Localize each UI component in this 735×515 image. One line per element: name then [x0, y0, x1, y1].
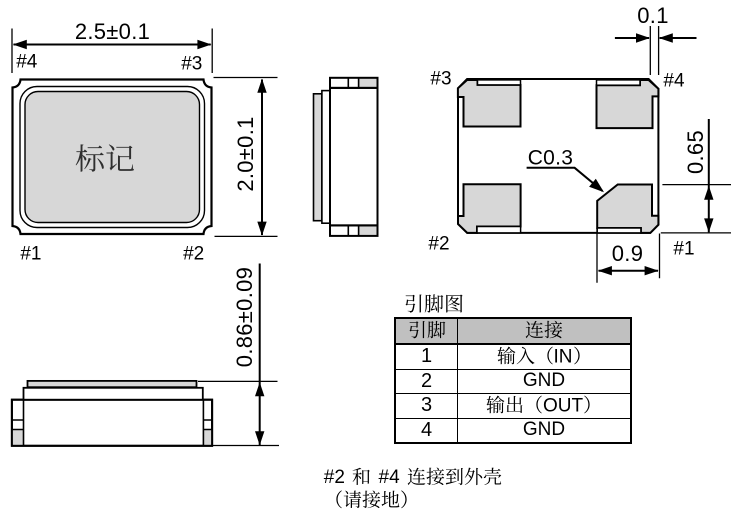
side-view-lid-layer [312, 93, 323, 222]
bottom-view-pad-2-seam [476, 225, 522, 234]
top-view-pin3-label: #3 [181, 53, 203, 74]
front-view-lid [26, 379, 198, 389]
dim-body-width-text: 2.5±0.1 [74, 18, 151, 44]
bottom-view-pin2-label: #2 [428, 233, 450, 254]
dim-gap-extension-lines [649, 26, 660, 75]
pin-table-row-4: 4 GND [394, 417, 632, 444]
dim-gap-arrow-left [636, 33, 650, 43]
top-view-pin2-label: #2 [183, 243, 205, 264]
dim-thickness-arrow-down [255, 431, 265, 446]
pin-table-header-connection [457, 317, 632, 345]
dim-pad-edge-gap-text: 0.1 [637, 2, 669, 28]
front-view [10, 379, 214, 447]
pin-3-number: 3 [394, 393, 458, 419]
top-view-pin1-label: #1 [20, 243, 42, 264]
side-view-pad-gray-top [358, 77, 378, 88]
dim-padheight-arrow-up [704, 185, 714, 200]
top-view-marking-text [75, 143, 135, 175]
bottom-view-pad-3 [456, 79, 522, 128]
bottom-view-pad-4-seam [595, 79, 641, 86]
pin-1-connection: IN [457, 343, 632, 370]
dim-pad-width-text: 0.9 [611, 241, 644, 267]
pin-2-connection: GND [457, 368, 632, 394]
pin-4-connection: GND [457, 417, 632, 444]
bottom-view-pad-1-seam [596, 227, 642, 234]
footnote-line1: #2 #4 [324, 467, 502, 487]
pin-table: 1 IN 2 GND 3 OUT 4 GND [394, 317, 632, 444]
bottom-view-pad-4 [595, 79, 660, 130]
pin-table-title [404, 293, 464, 314]
dim-width-arrow-right [197, 39, 212, 50]
side-view-body [329, 86, 379, 227]
pin-table-grid: 1 IN 2 GND 3 OUT 4 GND [394, 317, 632, 444]
bottom-view [456, 78, 660, 234]
bottom-view-pin1-label: #1 [673, 238, 695, 260]
front-view-body [10, 398, 214, 447]
dim-padwidth-extension-lines [596, 228, 661, 283]
dim-padheight-extension-lines [660, 183, 731, 234]
side-view-strip-dividers [347, 77, 360, 236]
bottom-view-pin3-label: #3 [430, 68, 452, 89]
bottom-view-pad-3-seam [476, 79, 522, 86]
dim-thickness-arrow-up [255, 382, 265, 397]
dim-padwidth-arrow-right [644, 266, 659, 276]
dim-width-arrow-left [12, 39, 27, 50]
pin-table-header-row [394, 317, 632, 345]
pin-4-number: 4 [394, 417, 458, 444]
dim-height-extension-lines [213, 76, 278, 238]
bottom-view-pad-2 [457, 183, 522, 234]
dim-gap-arrow-right [658, 33, 673, 43]
side-view [312, 76, 379, 237]
dim-width-extension-lines [11, 28, 213, 73]
pin-2-number: 2 [394, 368, 458, 394]
dim-thickness-extension-lines [198, 380, 279, 447]
front-view-seal-layer [22, 386, 204, 401]
side-view-pad-gray-bottom [358, 225, 378, 236]
pin-3-connection: OUT [457, 393, 632, 419]
dim-padwidth-arrow-left [597, 266, 612, 276]
top-view-inner-outline [19, 85, 206, 229]
dim-pad-chamfer-text: C0.3 [527, 146, 574, 169]
bottom-view-pin4-label: #4 [663, 70, 685, 91]
dimension-lines [11, 26, 731, 447]
dim-body-thickness-text: 0.86±0.09 [231, 266, 257, 368]
front-view-end-tab-lines [11, 399, 213, 446]
dim-body-height-text: 2.0±0.1 [233, 115, 258, 192]
pin-1-number: 1 [394, 343, 458, 370]
dim-height-arrow-up [257, 78, 267, 93]
bottom-view-pad-1 [596, 183, 660, 234]
dim-pad-height-text: 0.65 [682, 129, 708, 175]
pin-table-row-3: 3 OUT [394, 393, 632, 419]
top-view-pin4-label: #4 [16, 51, 38, 72]
pin-table-row-1: 1 IN [394, 343, 632, 370]
front-view-left-pad-gray [11, 429, 24, 446]
side-view-seal-layer [321, 89, 331, 225]
front-view-right-pad-gray [203, 429, 213, 446]
pin-table-row-2: 2 GND [394, 368, 632, 394]
dim-padheight-arrow-down [704, 218, 714, 233]
footnote-line2 [324, 490, 419, 510]
pin-table-header-pin [394, 317, 458, 345]
top-view-body-outline [11, 78, 213, 236]
chamfer-leader-arrowhead [589, 178, 604, 193]
dim-height-arrow-down [257, 221, 267, 236]
